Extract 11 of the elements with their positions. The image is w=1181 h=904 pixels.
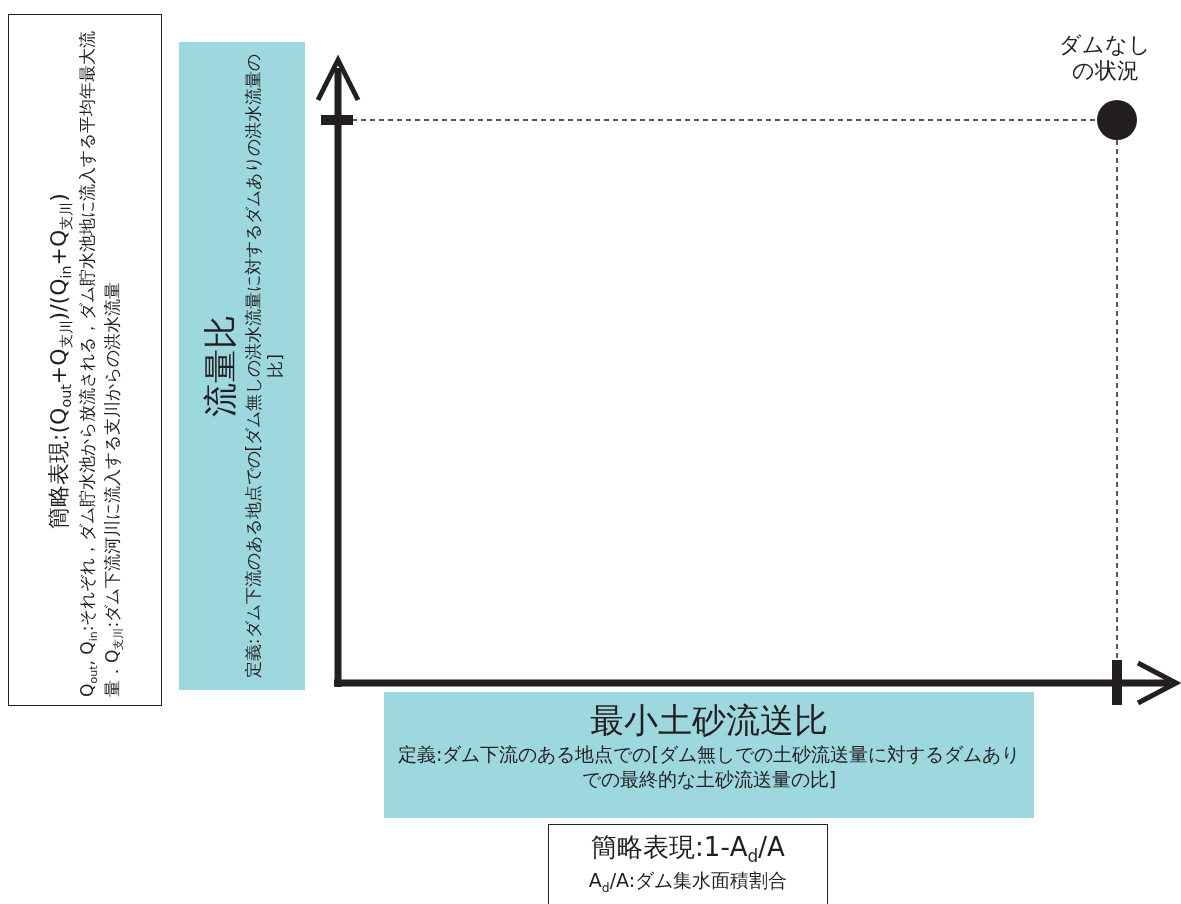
point-label: ダムなしの状況 [1058, 32, 1152, 85]
axis-title: 流量比 [198, 314, 241, 419]
definition-text: 定義:ダム下流のある地点での[ダム無しでの土砂流送量に対するダムありでの最終的な土砂流送量の比] [397, 742, 1021, 792]
axis-label-box [179, 42, 305, 690]
definition-text: 定義:ダム下流のある地点での[ダム無しの洪水流量に対するダムありの洪水流量の比] [242, 52, 287, 681]
note-box [8, 14, 162, 706]
note-box [548, 824, 828, 904]
formula-heading: 簡略表現:1-A$_{d}$/A [590, 831, 786, 869]
variable-definition: A$_{d}$/A:ダム集水面積割合 [587, 868, 789, 896]
axis-label-box [384, 692, 1034, 818]
axis-title: 最小土砂流送比 [589, 699, 829, 742]
